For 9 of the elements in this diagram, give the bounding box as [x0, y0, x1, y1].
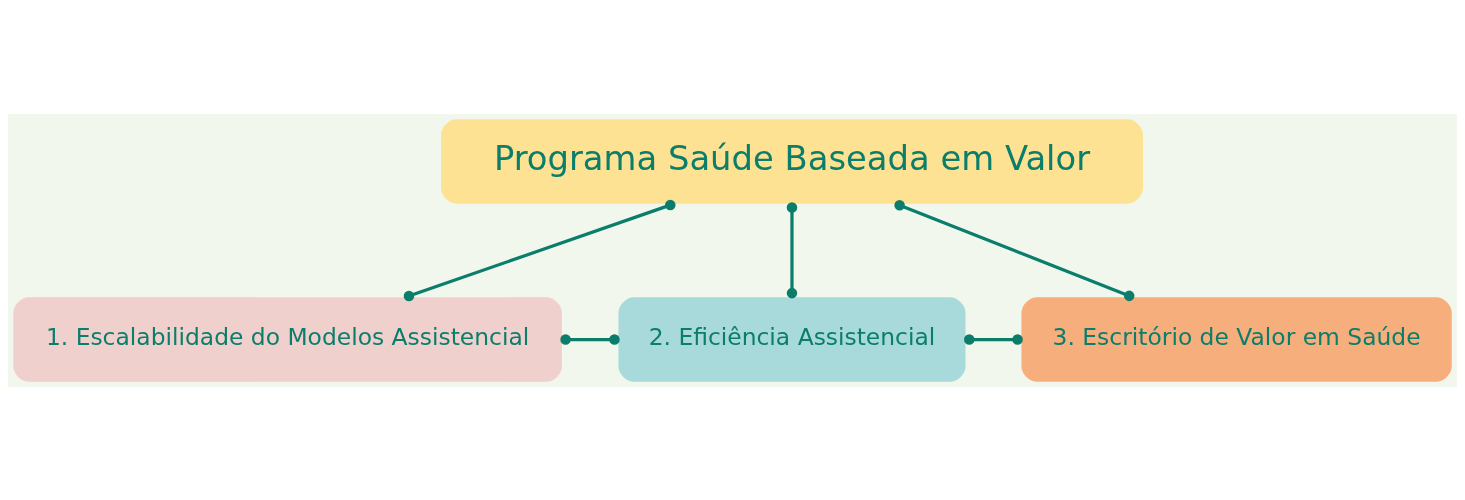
connector: [964, 333, 1023, 345]
node-box: Programa Saúde Baseada em Valor: [440, 118, 1143, 204]
connector: [786, 201, 798, 298]
node-box: 1. Escalabilidade do Modelos Assistencial: [13, 296, 562, 382]
connector: [894, 199, 1135, 301]
connector: [560, 333, 620, 345]
node-box: 3. Escritório de Valor em Saúde: [1021, 296, 1452, 382]
node-box: 2. Eficiência Assistencial: [618, 296, 966, 382]
connector: [403, 199, 676, 301]
